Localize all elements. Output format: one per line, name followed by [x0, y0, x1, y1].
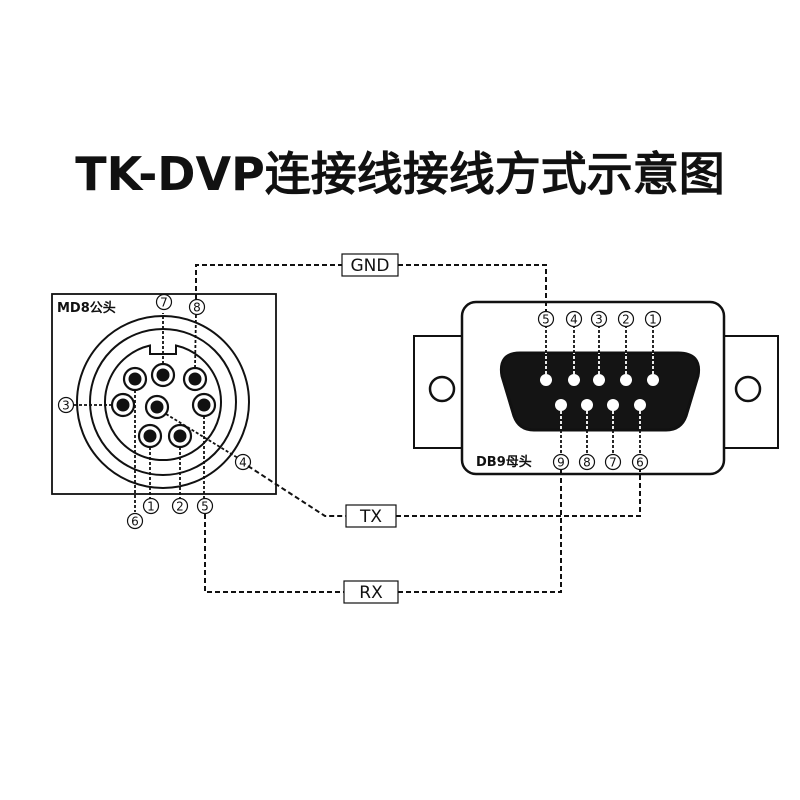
- svg-text:3: 3: [595, 313, 603, 327]
- db9-pin-number-7: 7: [604, 453, 622, 471]
- db9-socket-6: [634, 399, 646, 411]
- db9-socket-8: [581, 399, 593, 411]
- md8-pin-7: [150, 362, 176, 388]
- svg-text:7: 7: [609, 456, 617, 470]
- wire-gnd-left: [195, 264, 342, 299]
- svg-text:3: 3: [62, 399, 70, 413]
- md8-pin-number-6: 6: [126, 512, 144, 530]
- db9-socket-7: [607, 399, 619, 411]
- page-title: TK-DVP连接线接线方式示意图: [75, 147, 725, 201]
- db9-socket-4: [568, 374, 580, 386]
- db9-face-leaders: [545, 353, 654, 430]
- svg-text:6: 6: [131, 515, 139, 529]
- svg-text:GND: GND: [351, 256, 390, 276]
- db9-pin-number-6: 6: [631, 453, 649, 471]
- db9-socket-9: [555, 399, 567, 411]
- db9-socket-1: [647, 374, 659, 386]
- db9-mount-hole-left: [428, 375, 456, 403]
- wire-tx-left: [247, 465, 346, 517]
- md8-pin-number-3: 3: [57, 396, 75, 414]
- svg-text:5: 5: [542, 313, 550, 327]
- md8-pin-2: [167, 423, 193, 449]
- svg-text:9: 9: [557, 456, 565, 470]
- wire-rx-left: [204, 514, 344, 593]
- md8-connector: MD8公头: [51, 293, 277, 530]
- md8-pin-number-5: 5: [196, 497, 214, 515]
- md8-pin-5: [191, 392, 217, 418]
- db9-pin-number-4: 4: [565, 310, 583, 328]
- svg-text:6: 6: [636, 456, 644, 470]
- signal-label-rx: RX: [343, 580, 399, 604]
- md8-pin-number-7: 7: [155, 293, 173, 311]
- wires: [195, 264, 641, 593]
- svg-text:1: 1: [147, 500, 155, 514]
- svg-text:8: 8: [583, 456, 591, 470]
- db9-socket-3: [593, 374, 605, 386]
- wire-tx-right: [396, 470, 641, 517]
- wire-gnd-right: [398, 264, 547, 311]
- md8-pin-number-4: 4: [234, 453, 252, 471]
- db9-sockets: [540, 374, 659, 411]
- svg-text:2: 2: [176, 500, 184, 514]
- md8-pin-6: [122, 366, 148, 392]
- md8-pin-number-2: 2: [171, 497, 189, 515]
- signal-label-tx: TX: [345, 504, 397, 528]
- db9-mount-hole-right: [734, 375, 762, 403]
- db9-pin-number-3: 3: [590, 310, 608, 328]
- db9-socket-2: [620, 374, 632, 386]
- md8-label: MD8公头: [57, 300, 116, 316]
- svg-text:RX: RX: [359, 583, 383, 603]
- wire-rx-right: [398, 470, 562, 593]
- md8-pin-4: [144, 394, 170, 420]
- db9-pin-number-1: 1: [644, 310, 662, 328]
- db9-face: [499, 351, 701, 432]
- db9-pin-leaders: [545, 327, 654, 455]
- db9-label: DB9母头: [476, 454, 532, 470]
- svg-text:4: 4: [570, 313, 578, 327]
- md8-pin-8: [182, 366, 208, 392]
- db9-pin-number-5: 5: [537, 310, 555, 328]
- db9-connector: DB9母头 5 4 3 2 1 9 8 7 6: [413, 300, 779, 476]
- svg-text:2: 2: [622, 313, 630, 327]
- svg-text:7: 7: [160, 296, 168, 310]
- md8-pin-leaders: [74, 312, 239, 512]
- svg-text:1: 1: [649, 313, 657, 327]
- db9-pin-number-8: 8: [578, 453, 596, 471]
- db9-pin-number-2: 2: [617, 310, 635, 328]
- db9-pin-number-9: 9: [552, 453, 570, 471]
- svg-text:8: 8: [193, 301, 201, 315]
- md8-pin-1: [137, 423, 163, 449]
- md8-inner-shell: [104, 344, 222, 462]
- md8-pin-number-8: 8: [188, 298, 206, 316]
- svg-text:5: 5: [201, 500, 209, 514]
- svg-text:TX: TX: [359, 507, 382, 527]
- db9-socket-5: [540, 374, 552, 386]
- signal-label-gnd: GND: [341, 253, 399, 277]
- md8-pin-3: [110, 392, 136, 418]
- svg-text:4: 4: [239, 456, 247, 470]
- md8-pin-number-1: 1: [142, 497, 160, 515]
